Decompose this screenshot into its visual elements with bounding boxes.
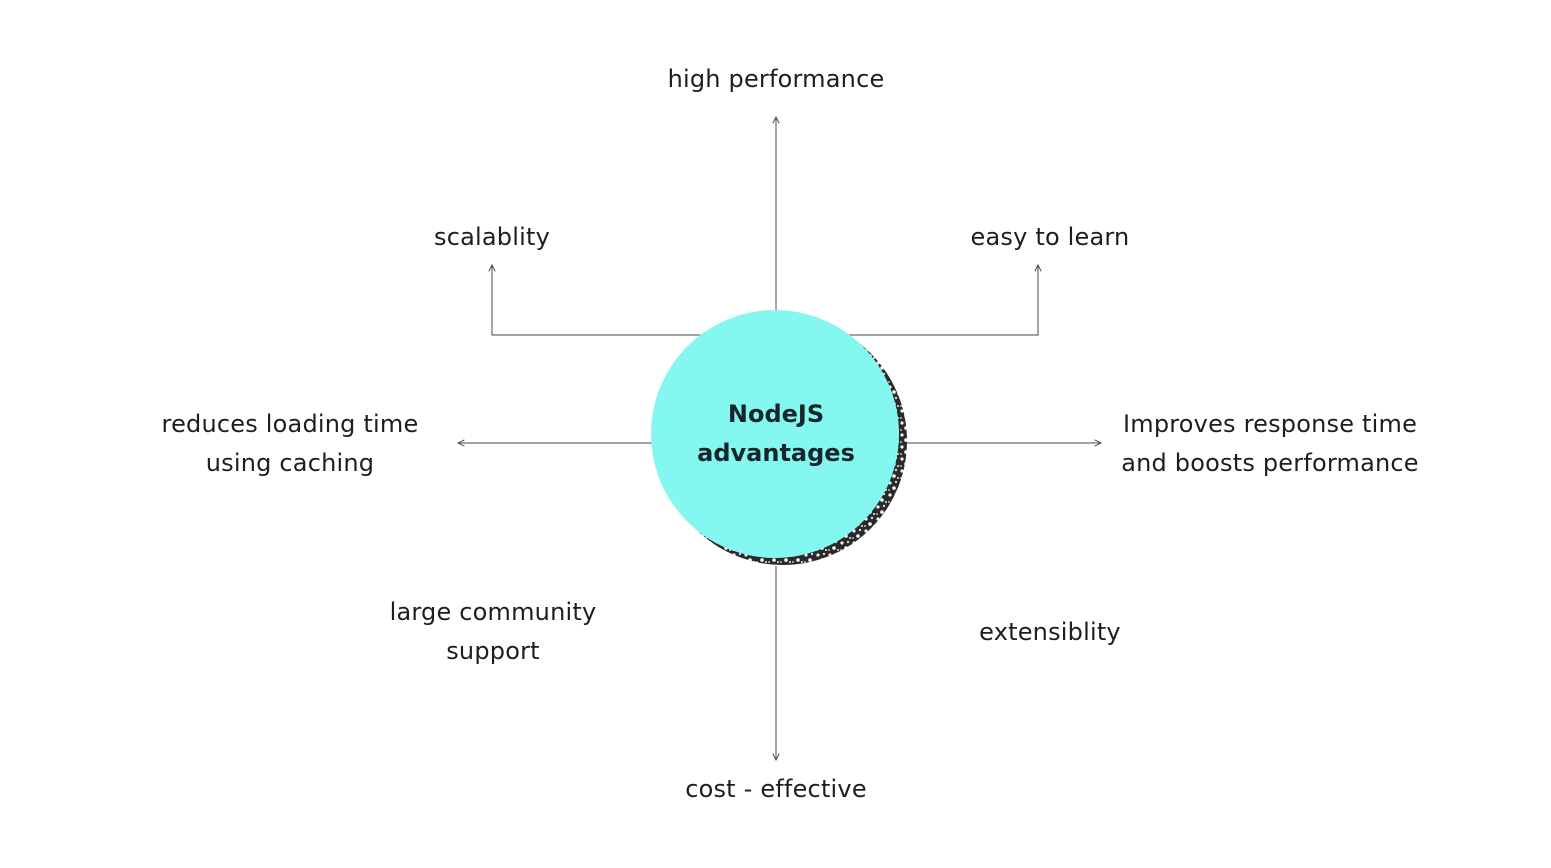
center-title-line-1: NodeJS <box>727 400 825 428</box>
center-title: NodeJS advantages <box>697 395 855 473</box>
label-improves-response-line-1: Improves response time <box>1122 410 1418 438</box>
label-reduces-loading-line-1: reduces loading time <box>161 410 419 438</box>
connector-easy-to-learn <box>848 265 1038 336</box>
label-reduces-loading-line-2: using caching <box>205 449 375 477</box>
label-extensibility: extensiblity <box>979 618 1121 646</box>
label-cost-effective: cost - effective <box>685 775 867 803</box>
label-improves-response-line-2: and boosts performance <box>1121 449 1419 477</box>
label-high-performance: high performance <box>667 65 885 93</box>
label-community-line-1: large community <box>389 598 597 626</box>
label-community-line-2: support <box>446 637 540 665</box>
label-reduces-loading: reduces loading time using caching <box>162 405 419 483</box>
label-easy-to-learn: easy to learn <box>970 223 1130 251</box>
label-community-support: large community support <box>390 593 597 671</box>
connector-scalability <box>492 265 700 336</box>
label-scalability: scalablity <box>434 223 550 251</box>
center-title-line-2: advantages <box>697 439 855 467</box>
center-circle <box>651 310 899 558</box>
label-improves-response: Improves response time and boosts perfor… <box>1121 405 1419 483</box>
